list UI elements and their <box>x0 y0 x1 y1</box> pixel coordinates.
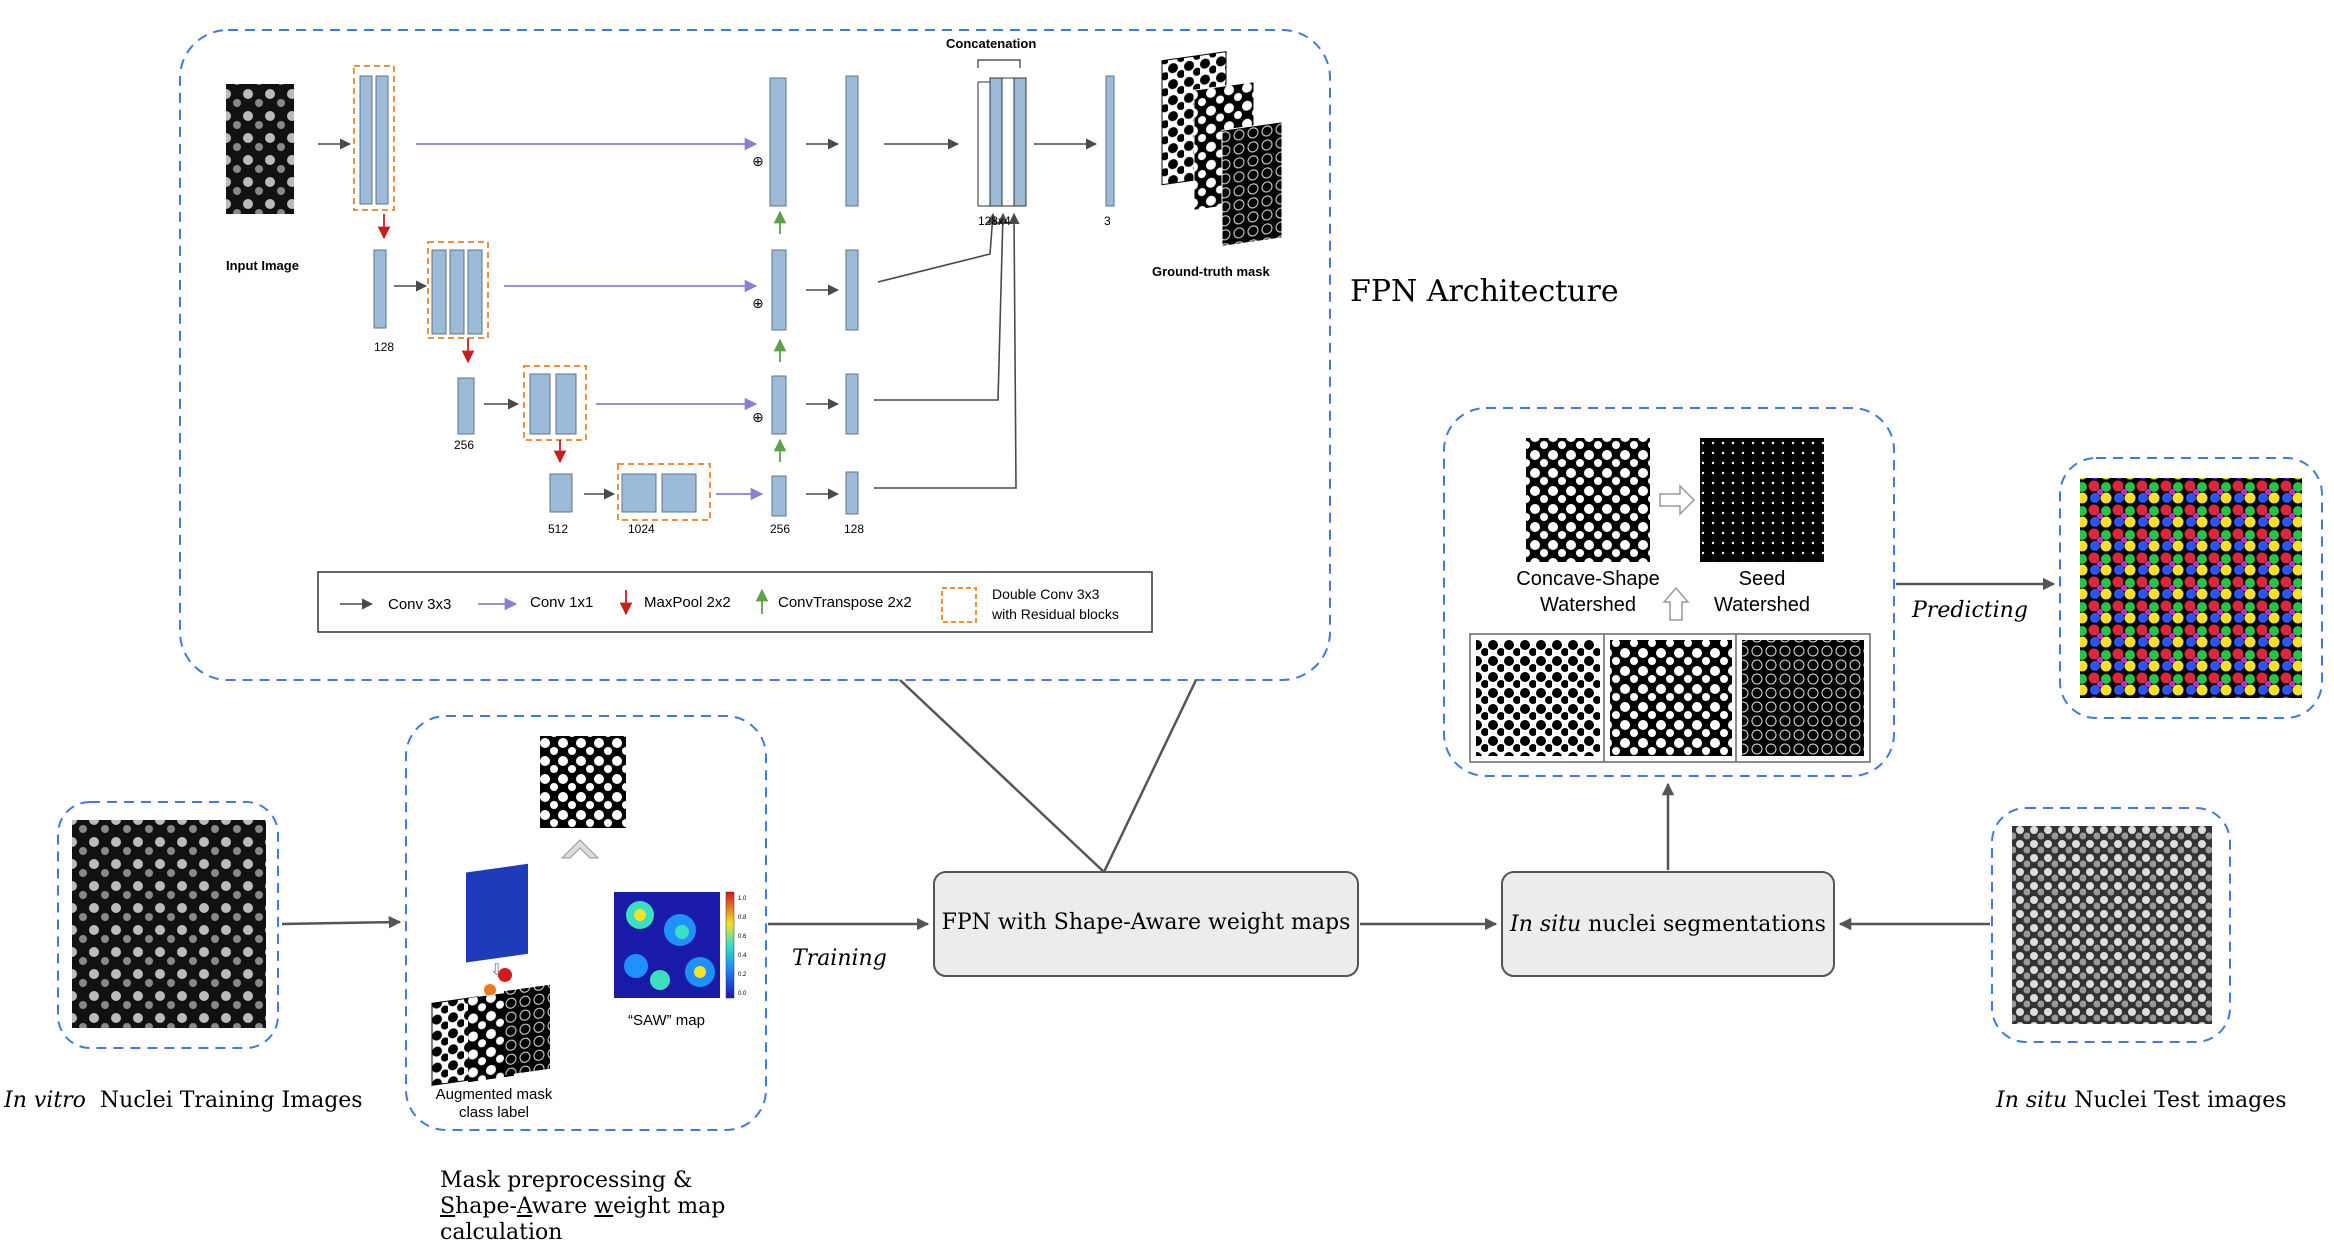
dim-128-encoder: 128 <box>374 340 395 354</box>
plus-symbol-1: ⊕ <box>752 154 764 170</box>
training-caption-rest: Nuclei Training Images <box>99 1088 363 1113</box>
saw-tick-3: 0.6 <box>738 934 747 940</box>
ground-truth-mask-stack <box>1161 51 1283 247</box>
concatenation-stack <box>977 77 1027 207</box>
test-image <box>2012 826 2212 1024</box>
seed-line1: Seed <box>1738 568 1786 590</box>
dim-128-decoder: 128 <box>844 522 865 536</box>
augmented-mask-line2: class label <box>458 1104 530 1121</box>
dim-256-encoder: 256 <box>454 438 475 452</box>
test-images-caption: In situ Nuclei Test images <box>1996 1088 2287 1113</box>
legend-convt-label: ConvTranspose 2x2 <box>778 594 912 611</box>
dim-1024: 1024 <box>628 522 655 536</box>
saw-tick-6: 0.0 <box>738 991 747 997</box>
concat-lateral-lines <box>874 212 1020 489</box>
training-images-caption: In vitro Nuclei Training Images <box>4 1088 363 1113</box>
fpn-architecture-title: FPN Architecture <box>1350 274 1619 309</box>
concave-line1: Concave-Shape <box>1516 568 1660 590</box>
mask-caption-A: A <box>516 1194 532 1219</box>
dim-128x4: 128x4 <box>978 214 1011 228</box>
legend-maxpool-label: MaxPool 2x2 <box>644 594 731 611</box>
insitu-node-rest: nuclei segmentations <box>1581 912 1826 937</box>
mask-preprocessing-caption: Mask preprocessing & Shape-Aware weight … <box>440 1168 725 1246</box>
mask-caption-line1: Mask preprocessing & <box>440 1168 693 1193</box>
maxpool-arrows <box>377 214 567 464</box>
mask-caption-line3: calculation <box>440 1220 563 1245</box>
insitu-node-label: In situ nuclei segmentations <box>1502 912 1834 937</box>
seed-watershed-image <box>1700 438 1824 562</box>
conv3x3-arrows <box>318 138 1098 500</box>
mask-caption-line2: Shape-Aware weight map <box>440 1194 725 1220</box>
saw-map-image <box>614 891 735 999</box>
augmented-mask-line1: Augmented mask <box>435 1086 553 1103</box>
training-image-panel <box>57 801 279 1049</box>
ground-truth-label: Ground-truth mask <box>1152 264 1270 279</box>
saw-tick-1: 1.0 <box>738 896 747 902</box>
concatenation-label: Concatenation <box>946 36 1037 51</box>
concave-watershed-image <box>1526 438 1650 562</box>
fpn-architecture-panel <box>179 29 1331 681</box>
augmented-mask-stack <box>431 984 550 1086</box>
up-hollow-arrow-icon <box>560 839 600 859</box>
input-image <box>226 84 294 214</box>
mask-caption-a: hape- <box>455 1194 517 1219</box>
down-small-arrow-icon: ⇩ <box>490 962 503 979</box>
legend-residual-label-2: with Residual blocks <box>992 606 1119 622</box>
flow-arrows <box>281 577 2056 931</box>
predicting-edge-label: Predicting <box>1912 598 2028 623</box>
saw-colorbar-ticks: 1.0 0.8 0.6 0.4 0.2 0.0 <box>738 890 746 1004</box>
saw-tick-2: 0.8 <box>738 915 747 921</box>
legend-conv3x3-label: Conv 3x3 <box>388 596 452 613</box>
concave-watershed-label: Concave-Shape Watershed <box>1500 566 1676 618</box>
saw-tick-5: 0.2 <box>738 972 747 978</box>
legend-box <box>317 571 1153 633</box>
training-image <box>72 820 266 1028</box>
residual-block-outlines <box>353 65 711 521</box>
test-image-panel <box>1991 807 2231 1043</box>
saw-map-label: “SAW” map <box>628 1012 705 1029</box>
legend-residual-swatch <box>941 587 977 623</box>
dim-256-decoder: 256 <box>770 522 791 536</box>
watershed-strip-binary <box>1610 640 1732 756</box>
seed-line2: Watershed <box>1714 594 1810 616</box>
mask-preprocessing-panel <box>405 715 767 1131</box>
plus-symbol-3: ⊕ <box>752 410 764 426</box>
mask-caption-b: ware <box>531 1194 595 1219</box>
watershed-strip-inverted <box>1476 640 1600 756</box>
dim-3: 3 <box>1104 214 1111 228</box>
fpn-node-label: FPN with Shape-Aware weight maps <box>941 910 1351 935</box>
binary-mask-image <box>540 736 626 828</box>
test-caption-italic: In situ <box>1996 1088 2068 1113</box>
up-hollow-arrow-icon-2 <box>1662 586 1690 621</box>
legend-residual-label-1: Double Conv 3x3 <box>992 586 1100 602</box>
fpn-node-box <box>933 871 1359 977</box>
test-caption-rest: Nuclei Test images <box>2067 1088 2287 1113</box>
prediction-panel <box>2059 457 2323 719</box>
dim-512: 512 <box>548 522 569 536</box>
conv1x1-arrows <box>416 137 764 501</box>
legend-conv1x1-label: Conv 1x1 <box>530 594 594 611</box>
watershed-strip-outline <box>1742 640 1864 756</box>
training-edge-label: Training <box>792 946 887 971</box>
seed-watershed-label: Seed Watershed <box>1700 566 1824 618</box>
saw-tick-4: 0.4 <box>738 953 747 959</box>
augmented-mask-label: Augmented mask class label <box>426 1086 562 1122</box>
insitu-node-box <box>1501 871 1835 977</box>
concatenation-bracket <box>977 59 1021 68</box>
mask-caption-w: w <box>594 1194 614 1219</box>
input-image-label: Input Image <box>226 258 299 273</box>
plus-symbol-2: ⊕ <box>752 296 764 312</box>
insitu-node-italic: In situ <box>1510 912 1582 937</box>
mask-caption-c: eight map <box>613 1194 726 1219</box>
right-hollow-arrow-icon <box>1659 484 1696 516</box>
mask-caption-S: S <box>440 1194 456 1219</box>
training-caption-italic: In vitro <box>4 1088 86 1113</box>
fpn-blocks <box>359 75 1115 517</box>
predicted-mask-image <box>2080 478 2302 698</box>
concave-line2: Watershed <box>1540 594 1636 616</box>
